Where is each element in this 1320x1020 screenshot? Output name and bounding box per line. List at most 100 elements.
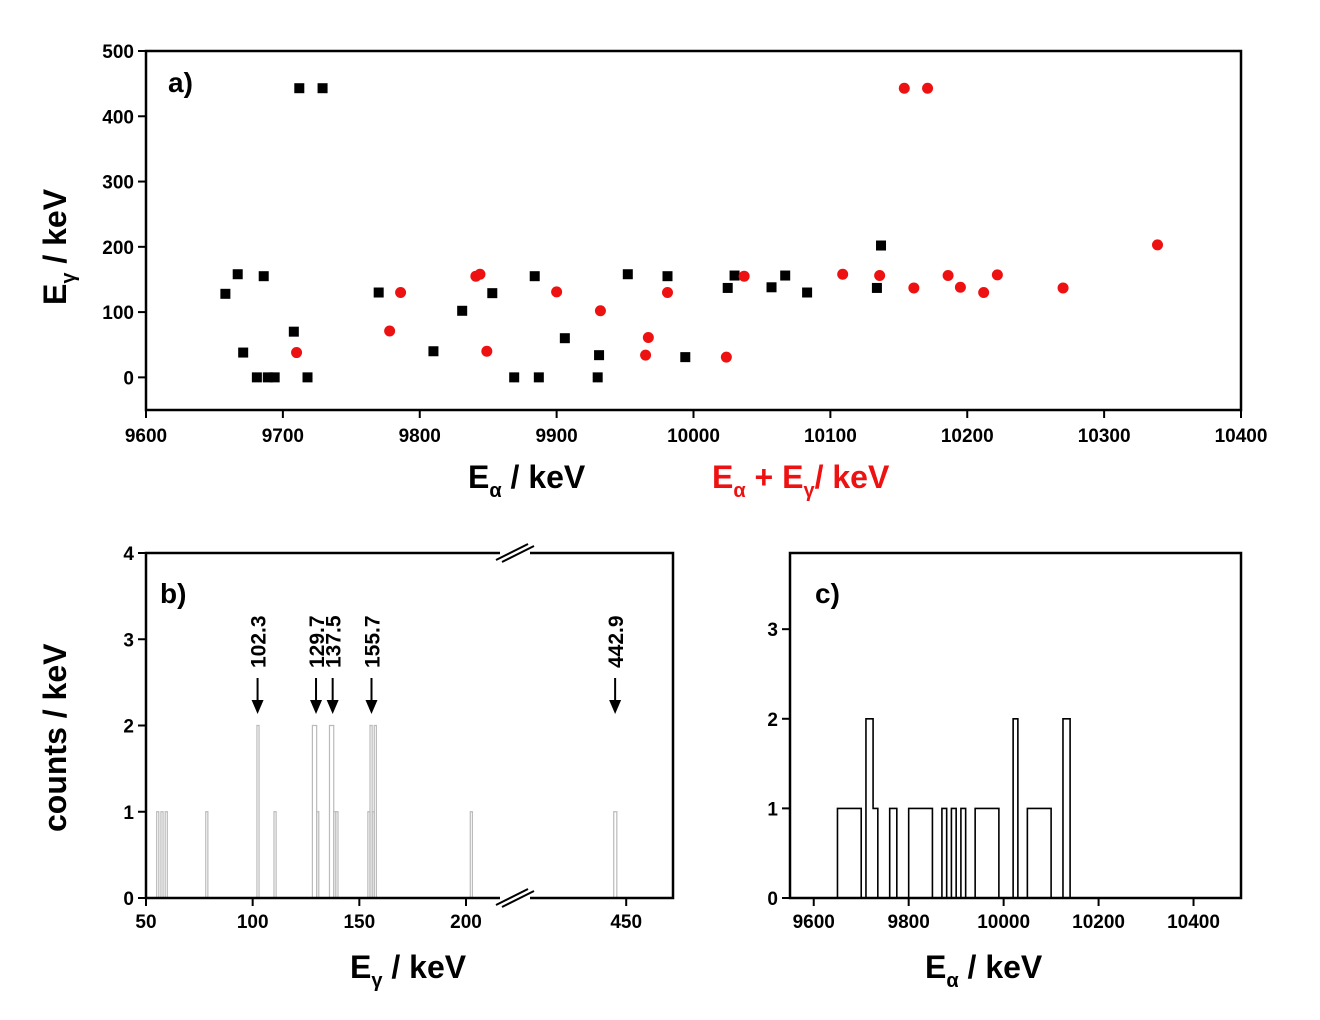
x-tick-label: 10400 <box>1215 426 1268 447</box>
x-tick-label: 9800 <box>399 426 441 447</box>
panel-a-y-label: Eγ / keV <box>37 188 80 305</box>
y-tick-label: 500 <box>102 42 134 63</box>
data-point-circle <box>642 332 654 344</box>
x-tick-label: 10300 <box>1078 426 1131 447</box>
panel-b-histogram <box>156 724 618 898</box>
data-point-circle <box>720 351 732 363</box>
data-point-square <box>559 333 570 344</box>
histogram-bin <box>373 724 377 898</box>
data-point-square <box>294 83 305 94</box>
data-point-square <box>802 287 813 298</box>
data-point-square <box>232 269 243 280</box>
panel-b-x-label: Eγ / keV <box>350 949 467 992</box>
x-tick-label: 50 <box>135 912 156 933</box>
data-point-square <box>871 282 882 293</box>
axis-break-mask-bottom <box>500 890 530 906</box>
histogram-bin <box>469 811 473 898</box>
data-point-square <box>487 288 498 299</box>
data-point-circle <box>640 349 652 361</box>
data-point-circle <box>1152 239 1164 251</box>
panel-b-y-label: counts / keV <box>37 643 73 832</box>
y-tick-label: 3 <box>767 620 778 641</box>
histogram-bin <box>335 811 339 898</box>
annotation-arrow-head <box>365 700 378 714</box>
y-tick-label: 3 <box>123 630 134 651</box>
data-point-square <box>680 352 691 363</box>
data-point-circle <box>594 305 606 317</box>
y-tick-label: 0 <box>767 889 778 910</box>
data-point-square <box>529 271 540 282</box>
x-tick-label: 9600 <box>793 912 835 933</box>
data-point-square <box>262 372 273 383</box>
histogram-bin <box>316 811 320 898</box>
panel-a-frame <box>144 49 1243 412</box>
data-point-circle <box>954 281 966 293</box>
y-tick-label: 400 <box>102 107 134 128</box>
annotation-arrow-head <box>326 700 339 714</box>
panel-c-histogram <box>790 717 1241 899</box>
data-point-square <box>258 271 269 282</box>
y-tick-label: 4 <box>123 544 134 565</box>
x-tick-label: 200 <box>450 912 482 933</box>
data-point-circle <box>874 270 886 282</box>
data-point-square <box>594 350 605 361</box>
x-tick-label: 10200 <box>941 426 994 447</box>
annotation-arrow-head <box>310 700 323 714</box>
x-tick-label: 9800 <box>888 912 930 933</box>
histogram-bin <box>256 724 260 898</box>
panel-a-x-label: Eα / keV <box>468 459 586 502</box>
data-point-square <box>533 372 544 383</box>
y-tick-label: 1 <box>767 799 778 820</box>
axis-break-mask-top <box>500 545 530 561</box>
panel-c-label: c) <box>815 578 840 609</box>
y-tick-label: 100 <box>102 303 134 324</box>
panel-a-label: a) <box>168 67 193 98</box>
y-tick-label: 2 <box>767 710 778 731</box>
x-tick-label: 9900 <box>535 426 577 447</box>
histogram-bin <box>328 724 335 898</box>
x-tick-label: 9600 <box>125 426 167 447</box>
data-point-square <box>592 372 603 383</box>
data-point-square <box>251 372 262 383</box>
y-tick-label: 0 <box>123 368 134 389</box>
data-point-square <box>780 270 791 281</box>
histogram-bin <box>311 724 318 898</box>
data-point-square <box>238 347 249 358</box>
data-point-circle <box>837 268 849 280</box>
data-point-square <box>288 326 299 337</box>
data-point-square <box>317 83 328 94</box>
data-point-circle <box>474 268 486 280</box>
data-point-square <box>269 372 280 383</box>
annotation-label: 129.7 <box>306 615 329 668</box>
data-point-circle <box>291 347 303 359</box>
data-point-circle <box>908 282 920 294</box>
panel-b-frame <box>144 551 675 900</box>
y-tick-label: 2 <box>123 717 134 738</box>
data-point-square <box>622 269 633 280</box>
histogram-bin <box>160 811 164 898</box>
panel-a-x-label-red: Eα + Eγ/ keV <box>712 459 890 502</box>
x-tick-label: 150 <box>343 912 375 933</box>
data-point-circle <box>1057 282 1069 294</box>
data-point-circle <box>661 287 673 299</box>
data-point-circle <box>395 287 407 299</box>
annotation-label: 442.9 <box>605 615 628 668</box>
data-point-square <box>729 270 740 281</box>
histogram-bin <box>156 811 160 898</box>
data-point-square <box>662 271 673 282</box>
x-tick-label: 9700 <box>262 426 304 447</box>
panel-b-label: b) <box>160 578 186 609</box>
y-tick-label: 300 <box>102 173 134 194</box>
data-point-circle <box>738 270 750 282</box>
histogram-bin <box>164 811 168 898</box>
histogram-bin <box>273 811 277 898</box>
data-point-square <box>457 305 468 316</box>
panel-c-x-label: Eα / keV <box>925 949 1043 992</box>
data-point-square <box>302 372 313 383</box>
